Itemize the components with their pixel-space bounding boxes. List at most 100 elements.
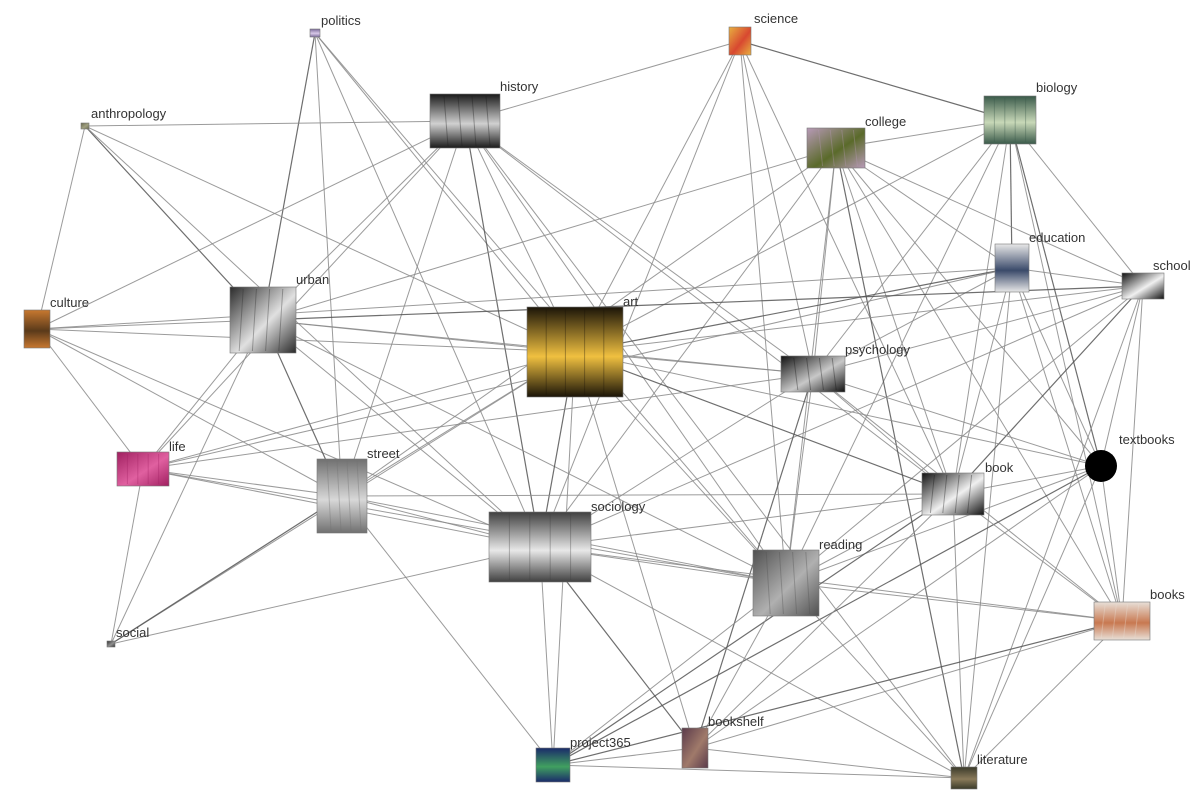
edge-urban-social	[110, 319, 264, 645]
node-thumbnail-anthropology[interactable]	[80, 122, 90, 130]
node-thumbnail-bookshelf[interactable]	[681, 727, 709, 769]
edge-culture-street	[36, 328, 343, 497]
node-label-books: books	[1150, 587, 1185, 602]
node-social[interactable]	[106, 640, 116, 648]
node-label-social: social	[116, 625, 149, 640]
node-art[interactable]	[526, 306, 624, 398]
edge-culture-urban	[36, 319, 264, 330]
thumbnail-texture	[778, 551, 784, 615]
edge-books-project365	[552, 620, 1123, 766]
edge-college-book	[835, 147, 954, 495]
node-label-urban: urban	[296, 272, 329, 287]
node-thumbnail-politics[interactable]	[309, 28, 321, 38]
edge-biology-psychology	[812, 119, 1011, 375]
node-literature[interactable]	[950, 766, 978, 790]
node-thumbnail-street[interactable]	[316, 458, 368, 534]
thumbnail-texture	[265, 288, 271, 352]
edge-school-sociology	[539, 285, 1144, 548]
node-label-project365: project365	[570, 735, 631, 750]
node-thumbnail-literature[interactable]	[950, 766, 978, 790]
node-thumbnail-social[interactable]	[106, 640, 116, 648]
node-thumbnail-project365[interactable]	[535, 747, 571, 783]
node-sociology[interactable]	[488, 511, 592, 583]
node-thumbnail-reading[interactable]	[752, 549, 820, 617]
node-thumbnail-education[interactable]	[994, 243, 1030, 293]
edge-school-psychology	[812, 285, 1144, 375]
edge-politics-urban	[262, 32, 316, 321]
node-college[interactable]	[806, 127, 866, 169]
node-textbooks[interactable]	[1085, 450, 1117, 482]
node-education[interactable]	[994, 243, 1030, 293]
node-project365[interactable]	[535, 747, 571, 783]
thumbnail-texture	[457, 95, 463, 147]
edge-biology-textbooks	[1009, 119, 1102, 467]
edge-college-education	[835, 147, 1013, 269]
node-label-culture: culture	[50, 295, 89, 310]
thumbnail-texture	[356, 460, 362, 532]
node-dot-textbooks[interactable]	[1085, 450, 1117, 482]
node-politics[interactable]	[309, 28, 321, 38]
edge-textbooks-literature	[963, 465, 1102, 779]
node-thumbnail-art[interactable]	[526, 306, 624, 398]
node-science[interactable]	[728, 26, 752, 56]
edge-science-biology	[739, 40, 1011, 121]
node-thumbnail-psychology[interactable]	[780, 355, 846, 393]
node-thumbnail-biology[interactable]	[983, 95, 1037, 145]
edge-psychology-life	[142, 373, 814, 470]
node-street[interactable]	[316, 458, 368, 534]
node-book[interactable]	[921, 472, 985, 516]
node-thumbnail-sociology[interactable]	[488, 511, 592, 583]
node-school[interactable]	[1121, 272, 1165, 300]
edge-politics-art	[314, 32, 576, 353]
thumbnail-texture	[793, 357, 799, 391]
node-label-school: school	[1153, 258, 1191, 273]
edge-anthropology-culture	[36, 125, 86, 330]
node-thumbnail-science[interactable]	[728, 26, 752, 56]
node-thumbnail-book[interactable]	[921, 472, 985, 516]
edge-sociology-book	[539, 493, 954, 548]
node-bookshelf[interactable]	[681, 727, 709, 769]
edge-life-social	[110, 468, 144, 645]
thumbnail-texture	[805, 551, 811, 615]
node-books[interactable]	[1093, 601, 1151, 641]
edge-anthropology-history	[84, 120, 466, 127]
node-culture[interactable]	[23, 309, 51, 349]
edge-school-book	[952, 285, 1144, 495]
node-label-psychology: psychology	[845, 342, 911, 357]
thumbnail-texture	[251, 288, 257, 352]
node-thumbnail-urban[interactable]	[229, 286, 297, 354]
edge-education-culture	[36, 267, 1013, 330]
node-thumbnail-culture[interactable]	[23, 309, 51, 349]
node-biology[interactable]	[983, 95, 1037, 145]
edge-books-literature	[963, 620, 1123, 779]
edge-biology-education	[1009, 119, 1013, 269]
edge-textbooks-bookshelf	[694, 465, 1102, 749]
edge-reading-project365	[552, 582, 787, 766]
node-urban[interactable]	[229, 286, 297, 354]
edge-college-textbooks	[835, 147, 1102, 467]
edge-science-sociology	[539, 40, 741, 548]
node-anthropology[interactable]	[80, 122, 90, 130]
node-thumbnail-life[interactable]	[116, 451, 170, 487]
edge-book-bookshelf	[694, 493, 954, 749]
thumbnail-texture	[1123, 603, 1129, 639]
node-psychology[interactable]	[780, 355, 846, 393]
node-history[interactable]	[429, 93, 501, 149]
node-reading[interactable]	[752, 549, 820, 617]
node-thumbnail-books[interactable]	[1093, 601, 1151, 641]
node-thumbnail-history[interactable]	[429, 93, 501, 149]
thumbnail-texture	[818, 129, 824, 167]
edge-history-reading	[464, 120, 787, 584]
edge-project365-literature	[552, 764, 965, 779]
thumbnail-texture	[238, 288, 244, 352]
edge-culture-art	[36, 328, 576, 353]
node-thumbnail-school[interactable]	[1121, 272, 1165, 300]
edge-art-textbooks	[574, 351, 1102, 467]
node-label-politics: politics	[321, 13, 361, 28]
node-thumbnail-college[interactable]	[806, 127, 866, 169]
edge-biology-book	[952, 119, 1011, 495]
node-life[interactable]	[116, 451, 170, 487]
edge-biology-art	[574, 119, 1011, 353]
thumbnail-texture	[326, 460, 332, 532]
edge-history-culture	[36, 120, 466, 330]
